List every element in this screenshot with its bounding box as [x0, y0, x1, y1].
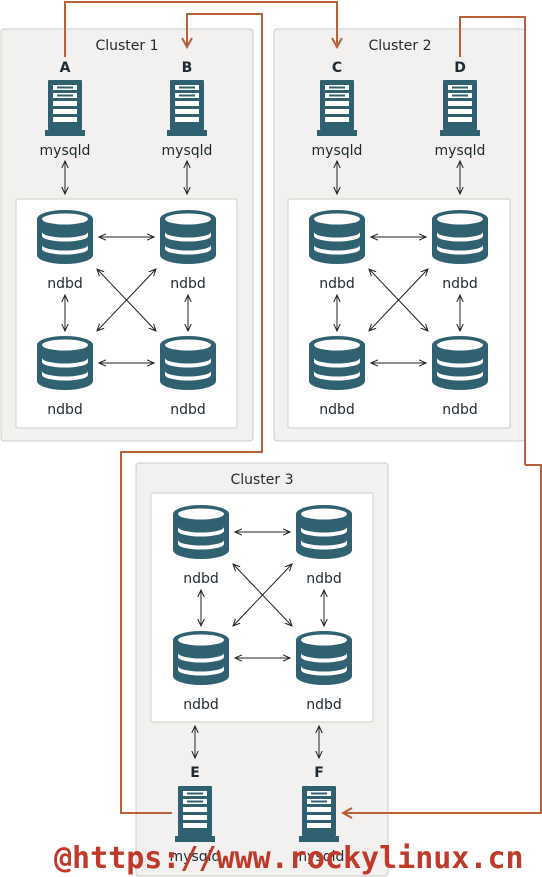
database-icon — [173, 631, 229, 685]
ndbd-label: ndbd — [183, 697, 219, 713]
server-icon — [440, 80, 480, 136]
node-d-letter: D — [454, 60, 466, 76]
ndbd-label: ndbd — [319, 402, 355, 418]
database-icon — [296, 631, 352, 685]
node-e-letter: E — [190, 765, 200, 781]
ndbd-label: ndbd — [47, 402, 83, 418]
ndbd-label: ndbd — [442, 402, 478, 418]
replication-link-d-to-f — [459, 16, 526, 465]
replication-link-e-to-b — [120, 13, 263, 814]
database-icon — [296, 505, 352, 559]
database-icon — [160, 210, 216, 264]
ndbd-label: ndbd — [170, 276, 206, 292]
database-icon — [160, 336, 216, 390]
database-icon — [432, 336, 488, 390]
ndb-link-arrow — [369, 269, 428, 331]
ndb-link-arrow — [97, 269, 156, 331]
server-icon — [299, 786, 339, 842]
cluster-1-title: Cluster 1 — [95, 38, 158, 54]
ndb-link-arrow — [233, 564, 292, 626]
database-icon — [37, 336, 93, 390]
ndbd-label: ndbd — [170, 402, 206, 418]
ndbd-label: ndbd — [319, 276, 355, 292]
database-icon — [432, 210, 488, 264]
replication-link-d-to-f-tail — [343, 464, 542, 813]
server-icon — [175, 786, 215, 842]
server-icon — [167, 80, 207, 136]
watermark: @https://www.rockylinux.cn — [54, 841, 524, 876]
node-a-letter: A — [60, 60, 71, 76]
ndbd-label: ndbd — [306, 697, 342, 713]
cluster-2-data-nodes: ndbd ndbd ndbd ndbd — [309, 210, 488, 418]
cluster-3-data-nodes: ndbd ndbd ndbd ndbd — [173, 505, 352, 713]
cluster-1-data-nodes: ndbd ndbd ndbd ndbd — [37, 210, 216, 418]
node-a-label: mysqld — [40, 143, 91, 159]
database-icon — [309, 336, 365, 390]
ndbd-label: ndbd — [306, 571, 342, 587]
node-f-label: mysqld — [294, 849, 345, 865]
server-icon — [45, 80, 85, 136]
server-icon — [317, 80, 357, 136]
database-icon — [37, 210, 93, 264]
node-b-letter: B — [182, 60, 193, 76]
node-f-letter: F — [314, 765, 324, 781]
ndbd-label: ndbd — [47, 276, 83, 292]
node-d-label: mysqld — [435, 143, 486, 159]
node-c-label: mysqld — [312, 143, 363, 159]
node-c-letter: C — [332, 60, 342, 76]
ndbd-label: ndbd — [442, 276, 478, 292]
cluster-3-title: Cluster 3 — [230, 472, 293, 488]
replication-link-a-to-c — [64, 1, 337, 57]
node-e-label: mysqld — [170, 849, 221, 865]
ndbd-label: ndbd — [183, 571, 219, 587]
cluster-2-title: Cluster 2 — [368, 38, 431, 54]
node-b-label: mysqld — [162, 143, 213, 159]
database-icon — [173, 505, 229, 559]
database-icon — [309, 210, 365, 264]
